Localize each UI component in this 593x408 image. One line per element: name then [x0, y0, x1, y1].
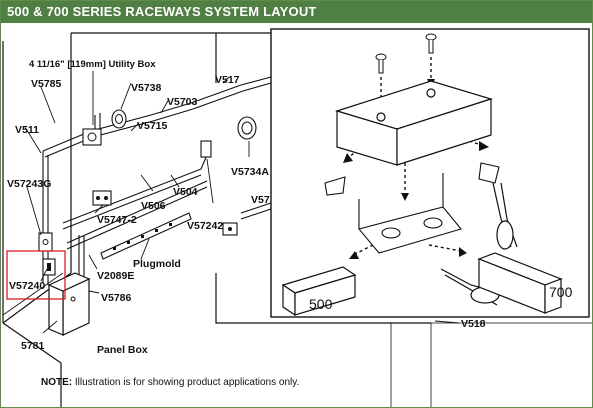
room-baseboard — [2, 272, 592, 407]
label-5781: 5781 — [21, 340, 45, 352]
panel-box — [47, 272, 91, 336]
label-v57240: V57240 — [9, 280, 45, 292]
callout-labels: 4 11/16" [119mm] Utility Box V5785 V5738… — [7, 59, 486, 356]
outlet-box-v57 — [222, 222, 238, 236]
label-v5738: V5738 — [131, 82, 162, 94]
label-500: 500 — [309, 296, 333, 312]
base-plate — [358, 173, 462, 254]
title-bar: 500 & 700 SERIES RACEWAYS SYSTEM LAYOUT — [1, 1, 592, 23]
end-cap — [324, 162, 500, 196]
label-v2089e: V2089E — [97, 270, 134, 282]
label-v5786: V5786 — [101, 292, 132, 304]
exploded-view-inset: 500 700 — [270, 28, 590, 318]
label-v5785: V5785 — [31, 78, 62, 90]
footnote: NOTE: Illustration is for showing produc… — [41, 377, 299, 388]
label-v506: V506 — [141, 200, 166, 212]
label-v57242: V57242 — [187, 220, 223, 232]
label-plugmold: Plugmold — [133, 258, 181, 270]
room-walls — [2, 32, 431, 407]
round-box-v5734a — [237, 116, 257, 140]
leader-lines — [24, 71, 460, 334]
raceway-500 — [281, 266, 357, 317]
label-v517: V517 — [215, 74, 240, 86]
label-700: 700 — [549, 284, 573, 300]
note-prefix: NOTE: — [41, 377, 72, 388]
label-v5715: V5715 — [137, 120, 168, 132]
label-v57-partial: V57 — [251, 194, 270, 206]
box-cover — [334, 80, 494, 166]
label-v5703: V5703 — [167, 96, 198, 108]
label-v5734a: V5734A — [231, 166, 269, 178]
label-v518: V518 — [461, 318, 486, 330]
round-box-v5738 — [111, 109, 127, 129]
label-v511: V511 — [15, 124, 39, 136]
switch-box-v57242 — [200, 140, 212, 158]
box-v57243g — [38, 232, 53, 252]
utility-box — [82, 128, 102, 146]
label-panel-box: Panel Box — [97, 344, 148, 356]
label-v5747-2: V5747-2 — [97, 214, 137, 226]
screw-icon — [375, 33, 437, 74]
diagram-title: 500 & 700 SERIES RACEWAYS SYSTEM LAYOUT — [7, 4, 317, 19]
highlight-frame-v57240 — [6, 250, 66, 300]
note-text: Illustration is for showing product appl… — [72, 377, 299, 388]
raceway-illustration: 4 11/16" [119mm] Utility Box V5785 V5738… — [2, 28, 592, 407]
raceway-runs — [42, 76, 272, 285]
raceway-700 — [477, 252, 563, 314]
plugmold-strip — [100, 212, 192, 260]
label-utility-box: 4 11/16" [119mm] Utility Box — [29, 59, 156, 70]
label-v504: V504 — [173, 186, 198, 198]
label-v57243g: V57243G — [7, 178, 51, 190]
outlet-box-v5747 — [92, 190, 112, 206]
